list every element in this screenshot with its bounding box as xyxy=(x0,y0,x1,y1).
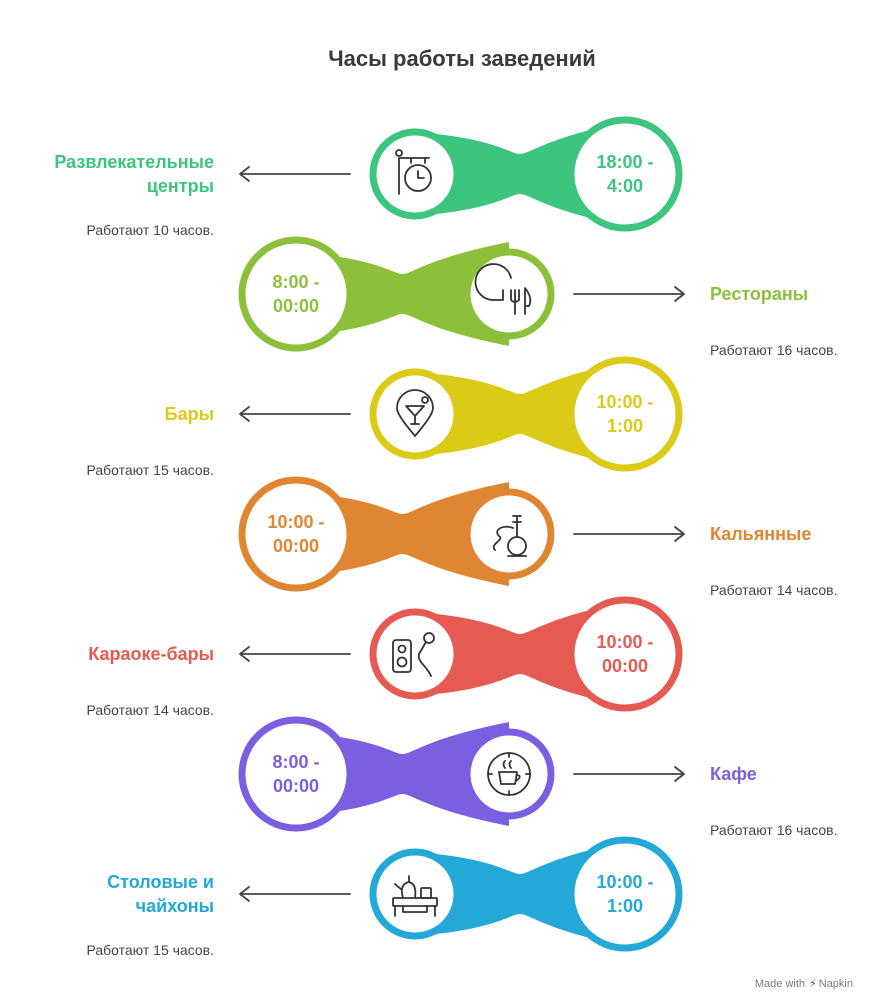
made-with-text: Made with xyxy=(754,978,806,990)
hours-text: 10:00 - 00:00 xyxy=(236,510,356,558)
row-2 xyxy=(238,236,685,352)
microphone-speaker-icon xyxy=(392,632,435,677)
hours-line: 00:00 xyxy=(601,656,649,676)
arrow-icon xyxy=(573,526,685,542)
venue-name-line: Караоке-бары xyxy=(88,644,214,664)
hours-description: Работают 16 часов. xyxy=(710,342,838,358)
hours-description: Работают 14 часов. xyxy=(710,582,838,598)
row-6 xyxy=(238,716,685,832)
connector-band xyxy=(415,362,625,466)
hours-line: 8:00 - xyxy=(272,272,320,292)
hours-line: 10:00 - xyxy=(596,392,654,412)
clock-sign-icon xyxy=(395,149,432,195)
icon-circle xyxy=(369,608,461,700)
venue-name: Развлекательные центры xyxy=(54,150,214,198)
coffee-cup-icon xyxy=(487,752,531,796)
icon-circle xyxy=(463,728,555,820)
hours-circle xyxy=(567,116,683,232)
hours-line: 00:00 xyxy=(272,296,320,316)
hours-circle xyxy=(238,716,354,832)
venue-name: Рестораны xyxy=(710,282,808,306)
cocktail-pin-icon xyxy=(396,389,434,437)
venue-name-line: Рестораны xyxy=(710,284,809,304)
venue-name-line: Бары xyxy=(164,404,214,424)
hours-description: Работают 16 часов. xyxy=(710,822,838,838)
connector-band xyxy=(415,602,625,706)
hours-line: 10:00 - xyxy=(596,632,654,652)
arrow-icon xyxy=(239,886,351,902)
hours-line: 1:00 xyxy=(606,896,644,916)
hours-line: 18:00 - xyxy=(596,152,654,172)
arrow-icon xyxy=(573,766,685,782)
hours-text: 10:00 - 1:00 xyxy=(565,870,685,918)
row-3 xyxy=(239,356,683,472)
venue-name: Столовые и чайхоны xyxy=(107,870,214,918)
arrow-icon xyxy=(239,166,351,182)
row-7 xyxy=(239,836,683,952)
hours-description: Работают 10 часов. xyxy=(86,222,214,238)
venue-name-line: Столовые и xyxy=(107,872,214,892)
connector-band xyxy=(296,242,509,346)
hookah-icon xyxy=(492,515,527,557)
made-with-napkin: Made with⚡Napkin xyxy=(755,977,853,990)
arrow-icon xyxy=(573,286,685,302)
hours-description: Работают 15 часов. xyxy=(86,942,214,958)
connector-band xyxy=(415,842,625,946)
hours-circle xyxy=(567,836,683,952)
venue-name-line: центры xyxy=(146,176,214,196)
venue-name-line: Развлекательные xyxy=(54,152,214,172)
venue-name: Кальянные xyxy=(710,522,811,546)
row-4 xyxy=(238,476,685,592)
hours-line: 1:00 xyxy=(606,416,644,436)
hours-circle xyxy=(567,596,683,712)
icon-circle xyxy=(463,488,555,580)
teapot-table-icon xyxy=(392,875,438,917)
napkin-logo-icon: ⚡ xyxy=(809,978,817,990)
arrow-icon xyxy=(239,406,351,422)
row-1 xyxy=(239,116,683,232)
hours-line: 00:00 xyxy=(272,776,320,796)
hours-text: 8:00 - 00:00 xyxy=(236,750,356,798)
hours-circle xyxy=(238,236,354,352)
hours-description: Работают 15 часов. xyxy=(86,462,214,478)
hours-line: 10:00 - xyxy=(596,872,654,892)
venue-name-line: Кальянные xyxy=(710,524,812,544)
hours-line: 10:00 - xyxy=(267,512,325,532)
connector-band xyxy=(296,722,509,826)
hours-line: 4:00 xyxy=(606,176,644,196)
napkin-brand-text: Napkin xyxy=(818,978,853,990)
venue-name-line: Кафе xyxy=(710,764,757,784)
hours-text: 10:00 - 00:00 xyxy=(565,630,685,678)
connector-band xyxy=(415,122,625,226)
venue-name: Караоке-бары xyxy=(88,642,214,666)
restaurant-cutlery-icon xyxy=(474,263,532,315)
hours-text: 18:00 - 4:00 xyxy=(565,150,685,198)
hours-text: 10:00 - 1:00 xyxy=(565,390,685,438)
connector-band xyxy=(296,482,509,586)
venue-name: Кафе xyxy=(710,762,757,786)
hours-line: 00:00 xyxy=(272,536,320,556)
page-title: Часы работы заведений xyxy=(328,46,596,71)
hours-text: 8:00 - 00:00 xyxy=(236,270,356,318)
icon-circle xyxy=(369,128,461,220)
row-5 xyxy=(239,596,683,712)
hours-circle xyxy=(567,356,683,472)
arrow-icon xyxy=(239,646,351,662)
hours-circle xyxy=(238,476,354,592)
venue-name-line: чайхоны xyxy=(135,896,214,916)
hours-line: 8:00 - xyxy=(272,752,320,772)
venue-name: Бары xyxy=(165,402,214,426)
icon-circle xyxy=(463,248,555,340)
hours-description: Работают 14 часов. xyxy=(86,702,214,718)
icon-circle xyxy=(369,368,461,460)
